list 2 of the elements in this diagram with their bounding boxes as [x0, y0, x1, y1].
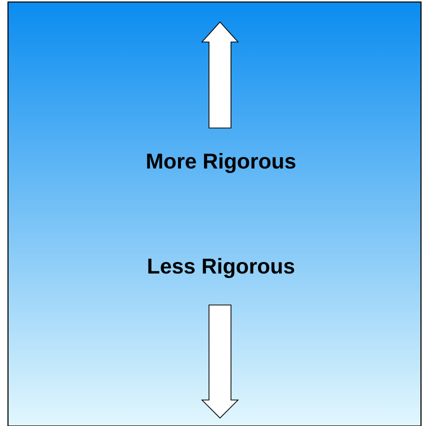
axis-label: Less Rigorous — [148, 258, 294, 278]
axis-label: More Rigorous — [147, 153, 296, 173]
